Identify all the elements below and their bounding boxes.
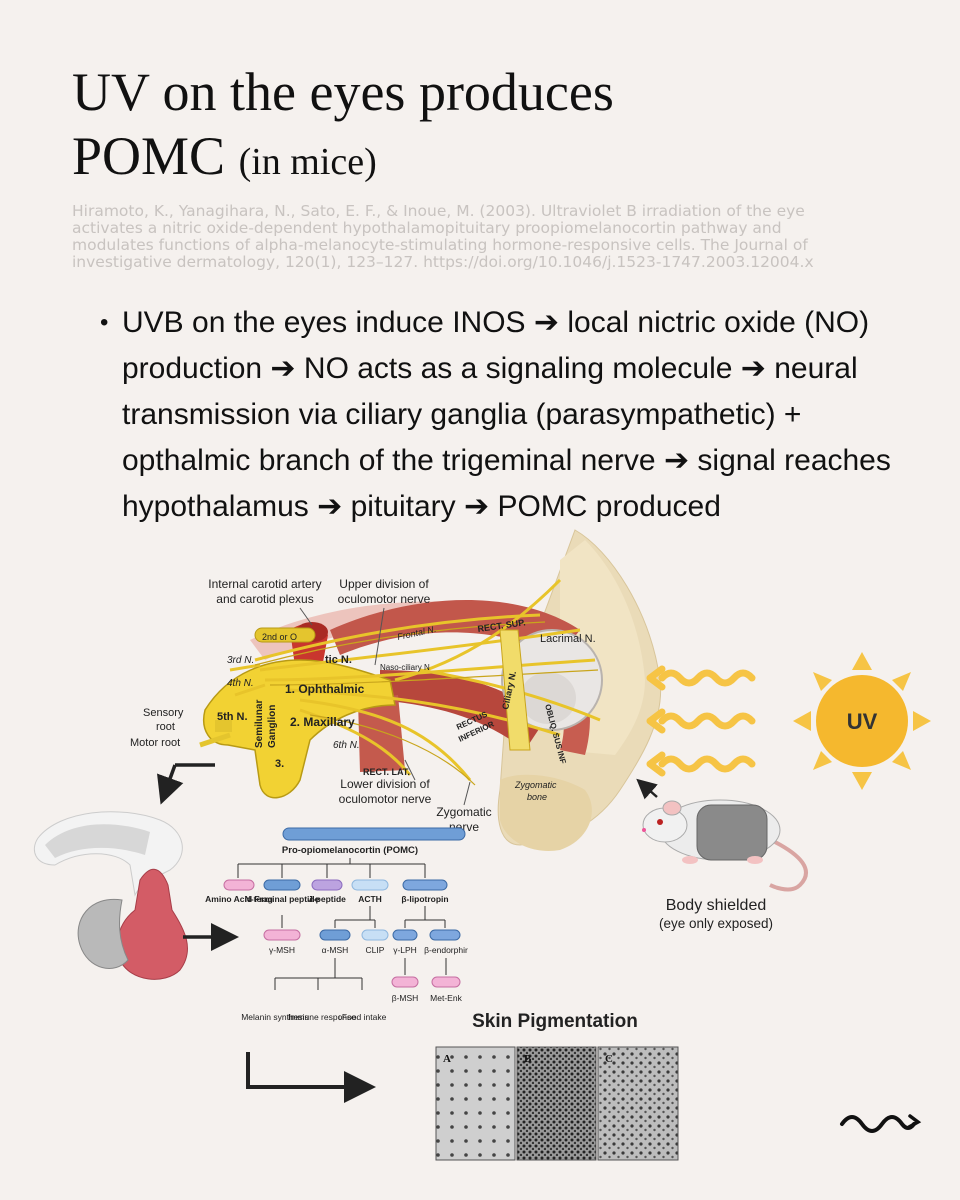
label-sensory-root-1: Sensory <box>143 707 184 719</box>
label-6th-n: 6th N. <box>333 740 360 751</box>
pomc-header: Pro-opiomelanocortin (POMC) <box>282 845 418 856</box>
mouse-illustration <box>636 778 808 892</box>
pomc-outcome-2: ↓Food intake <box>338 1012 387 1022</box>
skin-panel-c <box>597 1046 679 1161</box>
skin-panel-c-label: C <box>605 1053 613 1065</box>
label-naso-ciliary: Naso-ciliary N <box>380 663 430 672</box>
skin-panel-b <box>516 1046 597 1161</box>
label-motor-root: Motor root <box>130 737 180 749</box>
label-internal-carotid-1: Internal carotid artery <box>208 577 321 591</box>
label-2nd-n: 2nd or O <box>262 632 297 642</box>
label-ganglion: Ganglion <box>267 705 278 748</box>
pomc-l3-0: β-MSH <box>392 993 419 1003</box>
label-5th-n: 5th N. <box>217 711 248 723</box>
pomc-diagram: Pro-opiomelanocortin (POMC) Amino Acid F… <box>205 827 468 1022</box>
pomc-l3-1: Met-Enk <box>430 993 462 1003</box>
l-arrow <box>246 1052 376 1103</box>
slide-title: UV on the eyes produces POMC (in mice) <box>72 60 892 194</box>
bullet-text: UVB on the eyes induce INOS ➔ local nict… <box>122 306 891 523</box>
pomc-l1-0: Amino Acid Frag <box>205 894 273 904</box>
eye-anatomy-illustration: Internal carotid artery and carotid plex… <box>130 529 662 851</box>
pomc-l2-1: α-MSH <box>322 945 349 955</box>
wave-2 <box>646 708 756 734</box>
label-lower-division-2: oculomotor nerve <box>339 792 432 806</box>
label-maxillary: 2. Maxillary <box>290 715 355 729</box>
label-zygomatic-bone-1: Zygomatic <box>514 780 557 790</box>
sun-icon: UV <box>793 652 931 790</box>
pomc-outcome-0: Melanin synthesis <box>241 1012 309 1022</box>
mouse-subcaption: (eye only exposed) <box>659 916 773 931</box>
label-upper-division-2: oculomotor nerve <box>338 592 431 606</box>
label-internal-carotid-2: and carotid plexus <box>216 592 313 606</box>
label-sensory-root-2: root <box>156 721 175 733</box>
label-ophthalmic: 1. Ophthalmic <box>285 682 365 696</box>
mouse-caption: Body shielded <box>666 897 767 914</box>
title-line-2: POMC <box>72 126 226 186</box>
pituitary-illustration <box>33 763 239 980</box>
label-rect-lat: RECT. LAT. <box>363 767 410 777</box>
pomc-l1-2: J-peptide <box>308 894 346 904</box>
pomc-l1-4: β-lipotropin <box>401 894 448 904</box>
label-mandibular: 3. <box>275 758 284 770</box>
pomc-l2-4: β-endorphir <box>424 945 468 955</box>
label-zygomatic-nerve-1: Zygomatic <box>436 805 491 819</box>
squiggle-logo-icon <box>840 1114 922 1133</box>
skin-panels: A B C <box>435 1046 679 1161</box>
figure: Internal carotid artery and carotid plex… <box>33 529 931 1161</box>
title-line-1: UV on the eyes produces <box>72 62 614 122</box>
skin-title: Skin Pigmentation <box>472 1011 638 1032</box>
label-zygomatic-bone-2: bone <box>527 792 547 802</box>
label-upper-division-1: Upper division of <box>339 577 429 591</box>
wave-1 <box>646 665 756 691</box>
bullet-dot: • <box>100 309 109 336</box>
title-qualifier: (in mice) <box>238 141 377 183</box>
uv-waves <box>646 665 756 777</box>
pomc-l2-3: γ-LPH <box>393 945 417 955</box>
label-semilunar: Semilunar <box>254 700 265 748</box>
pomc-l2-0: γ-MSH <box>269 945 295 955</box>
label-4th-n: 4th N. <box>227 678 254 689</box>
skin-panel-a-label: A <box>443 1053 451 1065</box>
bullet-point: • UVB on the eyes induce INOS ➔ local ni… <box>100 300 920 530</box>
skin-panel-a <box>435 1046 516 1161</box>
label-lower-division-1: Lower division of <box>340 777 430 791</box>
pomc-l1-3: ACTH <box>358 894 382 904</box>
pomc-l1-1: N-terminal peptide <box>245 894 320 904</box>
pomc-bar <box>282 827 466 841</box>
citation-text: Hiramoto, K., Yanagihara, N., Sato, E. F… <box>72 202 814 271</box>
sun-label: UV <box>847 709 878 734</box>
skin-panel-b-label: B <box>524 1053 532 1065</box>
wave-3 <box>646 751 756 777</box>
pomc-outcome-1: Immune response <box>288 1012 356 1022</box>
label-lacrimal-n: Lacrimal N. <box>540 633 596 645</box>
label-optic-n: tic N. <box>325 654 352 666</box>
label-3rd-n: 3rd N. <box>227 655 254 666</box>
pomc-l2-2: CLIP <box>366 945 385 955</box>
